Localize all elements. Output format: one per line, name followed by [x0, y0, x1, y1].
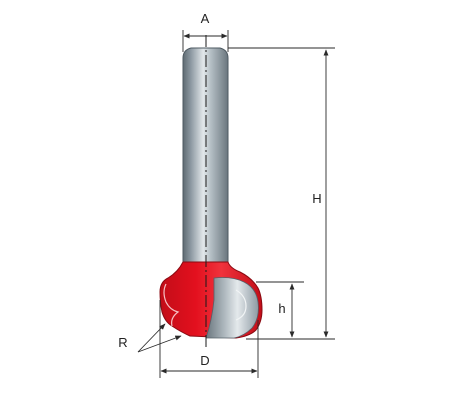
label-d: D	[200, 353, 209, 368]
dimension-h-cutting: h	[256, 281, 304, 338]
label-r: R	[118, 335, 127, 350]
cutter-head	[159, 261, 263, 339]
profile-edge	[163, 283, 180, 327]
label-h-total: H	[312, 191, 321, 206]
carbide-tip	[205, 277, 259, 339]
dimension-d: D	[159, 300, 259, 378]
profile-highlight	[235, 289, 247, 321]
dimension-r: R	[118, 323, 182, 353]
dimension-h-total: H	[228, 47, 335, 340]
label-h-cutting: h	[278, 301, 285, 316]
label-a: A	[201, 11, 210, 26]
